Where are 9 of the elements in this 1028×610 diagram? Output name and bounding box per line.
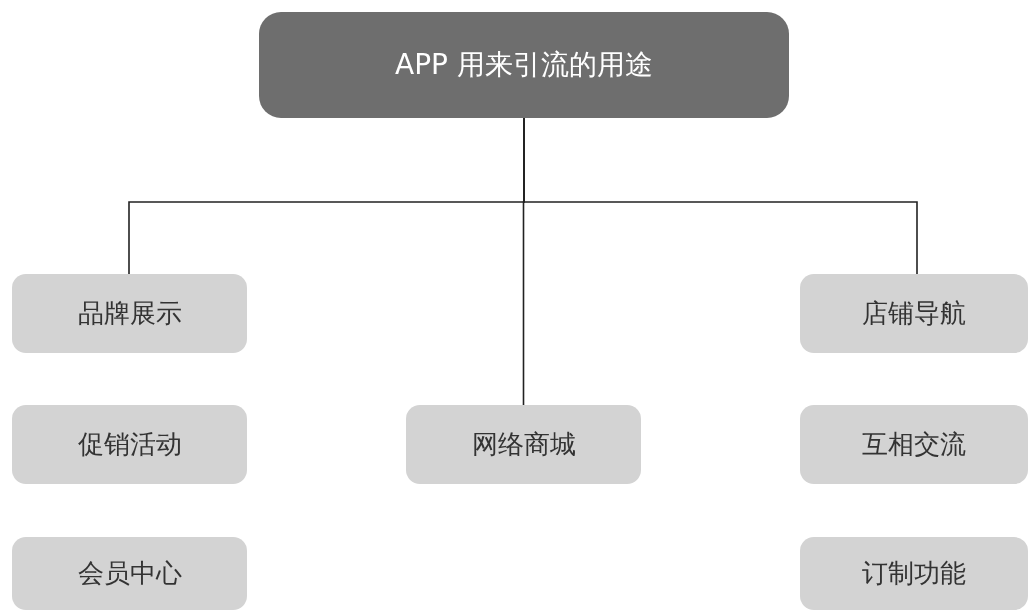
- category-box: 店铺导航: [800, 274, 1028, 353]
- category-box: 会员中心: [12, 537, 247, 610]
- category-box: 促销活动: [12, 405, 247, 484]
- connector-line: [523, 117, 918, 275]
- category-box: 品牌展示: [12, 274, 247, 353]
- category-box: 网络商城: [406, 405, 641, 484]
- category-box: 订制功能: [800, 537, 1028, 610]
- title-box: APP 用来引流的用途: [259, 12, 789, 118]
- category-box: 互相交流: [800, 405, 1028, 484]
